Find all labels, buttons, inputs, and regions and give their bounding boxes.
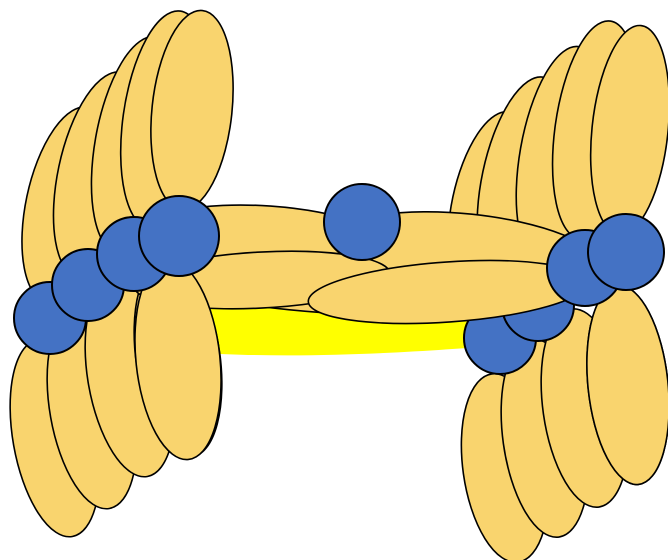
atom-ring-top [324, 184, 400, 260]
atom-left-front [139, 196, 219, 276]
atom-right-front [588, 214, 664, 290]
